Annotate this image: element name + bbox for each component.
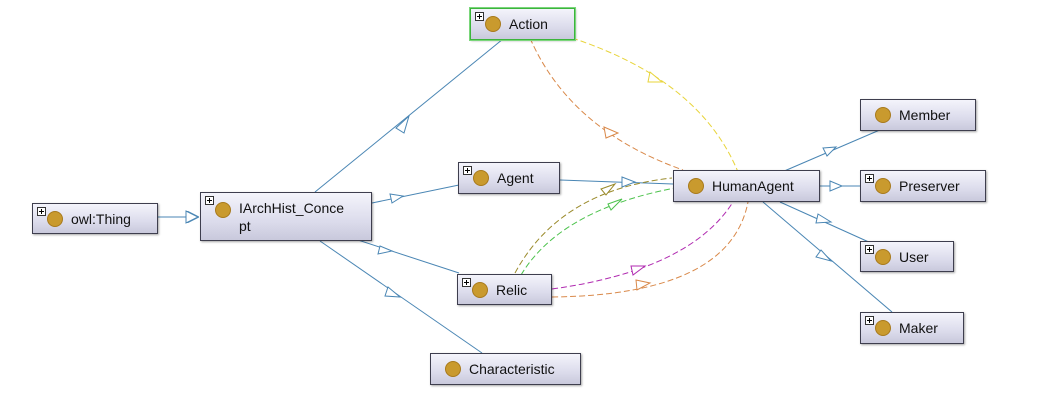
node-preserver[interactable]: Preserver [860, 170, 986, 202]
arrowhead-orange-relic [635, 279, 652, 291]
edge-relic-humanagent-olive [514, 177, 673, 274]
arrowhead-humanagent-user [815, 213, 833, 224]
node-characteristic[interactable]: Characteristic [430, 353, 581, 385]
node-label: Action [509, 16, 548, 32]
class-icon [472, 281, 488, 298]
node-member[interactable]: Member [860, 99, 976, 131]
expand-icon[interactable] [475, 12, 484, 21]
expand-icon[interactable] [37, 207, 46, 216]
arrowhead-thing-iarchhist [185, 210, 200, 224]
arrowhead-green [607, 198, 623, 211]
node-user[interactable]: User [860, 241, 954, 272]
class-icon [445, 361, 461, 377]
expand-icon[interactable] [462, 278, 471, 287]
arrowhead-humanagent-preserver [829, 180, 844, 192]
node-label: Characteristic [469, 361, 555, 377]
expand-icon[interactable] [865, 245, 874, 254]
node-label: IArchHist_Conce pt [239, 199, 345, 234]
arrowhead-yellow [647, 71, 664, 83]
arrowhead-iarchhist-action [395, 114, 410, 134]
arrowhead-orange-action [603, 126, 620, 139]
edge-relic-humanagent-orange [551, 201, 749, 298]
class-icon [688, 178, 704, 194]
arrowhead-humanagent-maker [815, 249, 833, 262]
node-humanagent[interactable]: HumanAgent [673, 170, 820, 202]
class-icon [485, 16, 501, 32]
expand-icon[interactable] [463, 166, 472, 175]
arrowhead-iarchhist-relic [377, 245, 394, 255]
edge-action-humanagent-orange [529, 37, 684, 171]
expand-icon[interactable] [865, 174, 874, 183]
edge-iarchhist-to-relic [357, 239, 460, 274]
class-icon [875, 107, 891, 123]
node-agent[interactable]: Agent [458, 162, 560, 194]
node-label: Preserver [899, 178, 960, 194]
edge-relic-humanagent-green [520, 187, 676, 276]
arrowhead-agent-humanagent [621, 176, 637, 188]
arrowhead-purple [630, 265, 647, 276]
node-maker[interactable]: Maker [860, 312, 964, 344]
class-icon [875, 320, 891, 336]
node-label: Agent [497, 170, 534, 186]
node-label: HumanAgent [712, 178, 794, 194]
class-icon [875, 248, 891, 265]
edge-iarchhist-to-agent [371, 184, 460, 204]
arrowhead-iarchhist-agent [389, 193, 405, 204]
expand-icon[interactable] [205, 196, 214, 205]
node-label: User [899, 248, 929, 265]
edge-relic-humanagent-purple [551, 201, 734, 290]
node-label: owl:Thing [71, 210, 131, 227]
expand-icon[interactable] [865, 316, 874, 325]
class-icon [47, 210, 63, 227]
node-label: Relic [496, 281, 528, 298]
node-label: Member [899, 107, 951, 123]
arrowhead-iarchhist-characteristic [384, 286, 402, 298]
arrowhead-humanagent-member [822, 146, 838, 157]
class-icon [875, 178, 891, 194]
node-label: Maker [899, 320, 938, 336]
node-iarchhist-concept[interactable]: IArchHist_Conce pt [200, 192, 372, 241]
edge-action-humanagent-yellow [571, 37, 739, 173]
node-owl-thing[interactable]: owl:Thing [32, 203, 158, 234]
class-icon [215, 202, 231, 218]
edge-iarchhist-to-characteristic [319, 240, 483, 354]
class-icon [473, 170, 489, 186]
edge-agent-to-humanagent [559, 179, 674, 185]
node-action[interactable]: Action [470, 8, 575, 40]
node-relic[interactable]: Relic [457, 274, 552, 305]
arrowhead-olive [600, 182, 617, 196]
